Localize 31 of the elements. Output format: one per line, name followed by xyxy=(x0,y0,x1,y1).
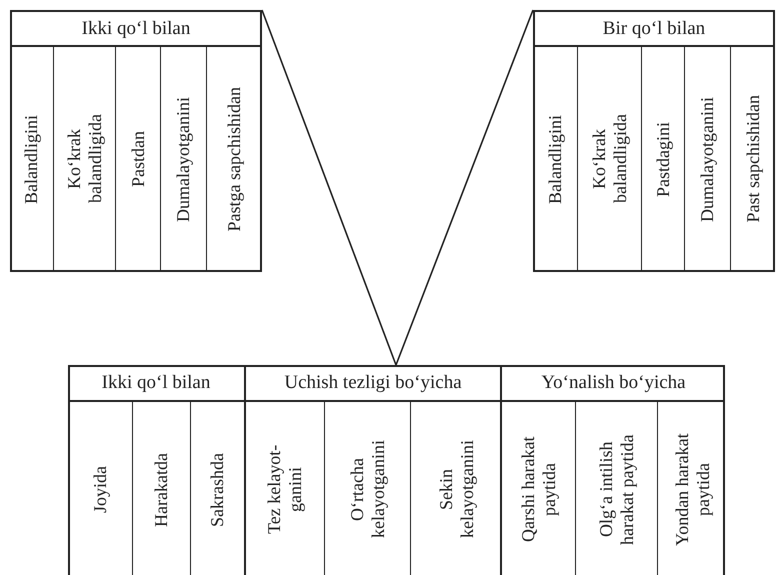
column-label: Balandligini xyxy=(21,114,42,204)
group-header: Uchish tezligi bo‘yicha xyxy=(246,365,500,402)
column-label: Sekin kelayotganini xyxy=(436,439,478,540)
column-label: Balandligini xyxy=(544,114,566,204)
column-label: Olg‘a intilish harakat paytida xyxy=(596,433,638,547)
group-header: Ikki qo‘l bilan xyxy=(12,12,260,47)
column-label: Ko‘krak balandligida xyxy=(588,113,630,206)
table-group xyxy=(500,365,725,575)
table-panel xyxy=(533,10,775,272)
column-label: Dumalayotganini xyxy=(173,96,194,222)
column-label: O‘rtacha kelayotganini xyxy=(346,439,388,540)
connector-line xyxy=(395,10,534,366)
table-group xyxy=(244,365,500,575)
table-panel xyxy=(10,10,262,272)
column-label: Pastga sapchishidan xyxy=(224,86,245,232)
column-label: Pastdagini xyxy=(652,122,674,196)
table-frame xyxy=(68,365,725,575)
column-label: Pastdan xyxy=(128,131,148,187)
column-label: Tez kelayot- ganini xyxy=(264,444,306,536)
column-label: Yondan harakat paytida xyxy=(672,432,714,548)
group-header: Ikki qo‘l bilan xyxy=(68,365,244,402)
column-label: Dumalayotganini xyxy=(697,96,718,222)
column-label: Sakrashda xyxy=(207,452,228,526)
column-label: Joyida xyxy=(90,466,110,513)
column-label: Past sapchishidan xyxy=(742,95,764,223)
column-label: Harakatda xyxy=(151,452,172,526)
column-label: Ko‘krak balandligida xyxy=(64,113,106,206)
connector-line xyxy=(261,10,397,366)
group-header: Yo‘nalish bo‘yicha xyxy=(502,365,725,402)
group-header: Bir qo‘l bilan xyxy=(535,12,773,47)
column-label: Qarshi harakat paytida xyxy=(518,436,560,544)
